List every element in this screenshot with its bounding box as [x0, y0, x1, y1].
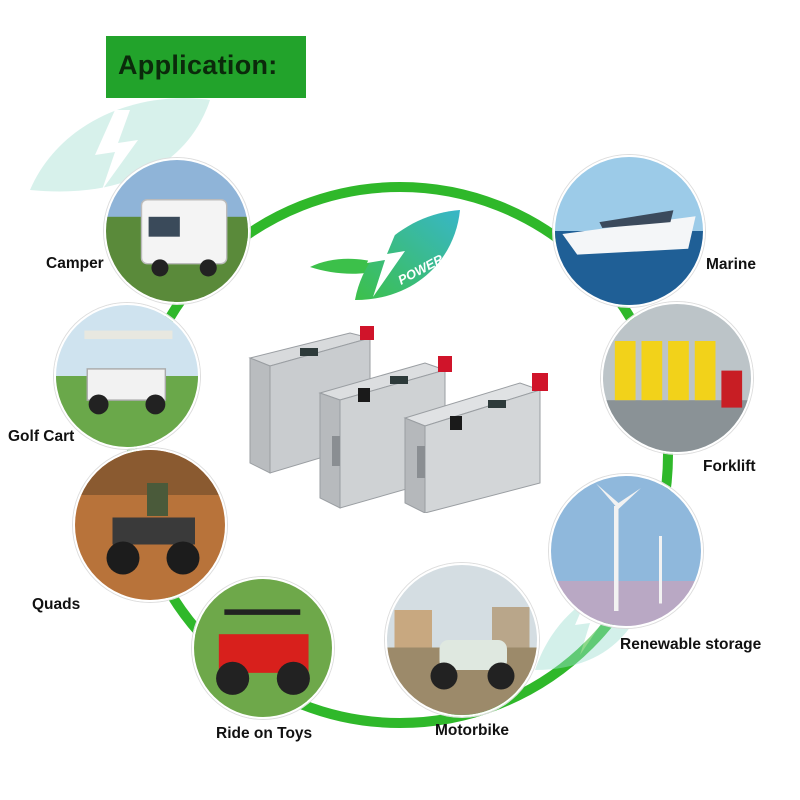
- label-quads: Quads: [32, 596, 81, 613]
- label-camper: Camper: [46, 255, 104, 272]
- label-forklift: Forklift: [703, 458, 756, 475]
- photo-marine: [553, 155, 705, 307]
- watermark-logo-topleft: [30, 98, 210, 192]
- header-banner: [106, 36, 306, 98]
- label-motorbike: Motorbike: [435, 722, 510, 739]
- photo-forklift: [601, 302, 753, 454]
- label-ride-on-toys: Ride on Toys: [216, 725, 313, 742]
- photo-ride-on-toys: [192, 577, 334, 719]
- label-golf-cart: Golf Cart: [8, 428, 75, 445]
- photo-quads: [73, 448, 227, 602]
- photo-camper: [104, 158, 250, 304]
- photo-motorbike: [385, 563, 539, 717]
- label-marine: Marine: [706, 256, 756, 273]
- lightning-bolt-icon: [367, 225, 405, 297]
- photo-renewable-storage: [549, 474, 703, 628]
- page-title: Application:: [118, 50, 278, 80]
- battery-pack-icon: [248, 326, 548, 513]
- photo-golf-cart: [54, 303, 200, 449]
- tree-power-logo: [310, 210, 460, 300]
- label-renewable-storage: Renewable storage: [620, 636, 762, 653]
